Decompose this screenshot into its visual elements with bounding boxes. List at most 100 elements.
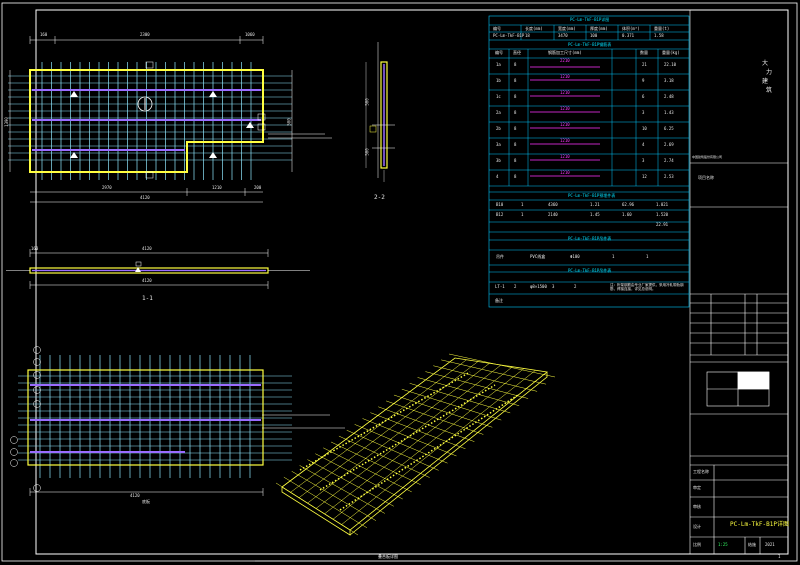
table-note-text: 注：桁架钢筋由专业厂家提供，采用冷轧带肋钢筋，焊接连接，详见总说明。 [610, 283, 684, 291]
plan-dim-left: 1390 [3, 117, 9, 127]
iso-rebar [341, 370, 536, 525]
table-cell: 8 [514, 126, 517, 131]
table-cell: 1.60 [622, 212, 632, 217]
table-cell: 3a [496, 142, 501, 147]
table-cell: 1.021 [656, 202, 669, 207]
iso-rebar [324, 366, 513, 515]
plan-section-mark-top [145, 61, 154, 69]
table-cell: 2 [514, 284, 517, 289]
iso-rebar [330, 441, 421, 485]
iso-rebar [291, 471, 377, 521]
table-cell: 长度(mm) [525, 26, 543, 31]
plan-dim-top-2: 2300 [140, 32, 150, 37]
table-cell: PVC线盒 [530, 254, 546, 259]
table-cell: 1c [496, 94, 501, 99]
rebar-plan-tags [10, 346, 41, 492]
lift-table-title: PC-Lm-TkF-B1P吊件表 [568, 236, 612, 241]
plan-dim-top-3: 1060 [245, 32, 255, 37]
table-cell: 22.10 [664, 62, 677, 67]
plan-view [8, 36, 332, 203]
section-1-1-dim-top: 4120 [142, 246, 152, 251]
table-cell: 1210 [560, 154, 570, 159]
rebar-tag-circle [33, 371, 41, 379]
section-2-2-dim-2: 500 [364, 148, 370, 156]
rebar-tag-circle [10, 459, 18, 467]
table-cell: 2.69 [664, 142, 674, 147]
iso-rebar [433, 365, 538, 392]
section-1-1-dim-bottom: 4120 [142, 278, 152, 283]
table-cell: 12 [642, 174, 647, 179]
plan-lift-triangle-4 [209, 152, 217, 158]
table-cell: 1 [646, 254, 649, 259]
table-cell: 重量(kg) [662, 50, 680, 55]
section-2-2 [365, 42, 395, 182]
table-cell: 体积(m³) [622, 26, 640, 31]
table-cell: 1210 [560, 106, 570, 111]
title-block-row-4: 设计 [693, 524, 701, 529]
table-cell: 1.43 [664, 110, 674, 115]
title-block-char: 大 [762, 60, 769, 67]
iso-rebar [409, 383, 511, 414]
table-cell: 9 [642, 78, 645, 83]
iso-slab-side [281, 487, 351, 536]
iso-rebar [338, 435, 430, 478]
title-block-project-label: 项目名称 [698, 175, 714, 180]
table-cell: φ8×1500 [530, 284, 547, 289]
iso-rebar [401, 388, 502, 421]
rebar-table [488, 15, 690, 308]
plan-horizontal-rebars [8, 75, 292, 161]
plan-dim-right: 500 [286, 118, 292, 126]
rebar-table-title: PC-Lm-TkF-B1P钢筋表 [568, 42, 612, 47]
iso-rebar [370, 412, 466, 450]
table-cell: 1.520 [656, 212, 669, 217]
table-cell: 1 [612, 254, 615, 259]
table-cell: 1.21 [590, 202, 600, 207]
table-cell: 钢筋加工尺寸(mm) [548, 50, 582, 55]
table-cell: 8 [514, 94, 517, 99]
plan-section-mark-bottom [145, 171, 154, 179]
title-block-char: 建 [762, 78, 769, 85]
table-cell: 厚度(mm) [590, 26, 608, 31]
table-cell: 10 [642, 126, 647, 131]
rebar-plan-dim: 4120 [130, 493, 140, 498]
table-cell: 4360 [548, 202, 558, 207]
iso-rebar [283, 476, 368, 529]
iso-rebar [298, 361, 479, 498]
page-number: 1 [778, 554, 781, 559]
iso-rebar [441, 359, 547, 385]
plan-lift-triangle-3 [70, 152, 78, 158]
title-block-drawing-no: 结施 [748, 542, 756, 547]
title-block-row-3: 审核 [693, 504, 701, 509]
table-cell: 8 [514, 110, 517, 115]
table-cell: 3470 [558, 33, 568, 38]
title-block-char: 筑 [766, 87, 773, 94]
table-cell: 2140 [548, 212, 558, 217]
iso-rebar [299, 465, 385, 514]
plan-lift-triangle-2 [209, 91, 217, 97]
table-cell: 吊件 [496, 254, 504, 259]
title-block-row-2: 审定 [693, 485, 701, 490]
plan-dim-bottom-2: 1210 [212, 185, 222, 190]
title-block-date: 2021 [765, 542, 775, 547]
embed-table-title: PC-Lm-TkF-B1P预埋件表 [568, 193, 616, 198]
iso-rebar [307, 459, 394, 507]
table-cell: 8 [514, 62, 517, 67]
rebar-tag-circle [33, 400, 41, 408]
section-2-2-outline [380, 61, 388, 169]
plan-lift-triangle-5 [246, 122, 254, 128]
table-cell: 1.45 [590, 212, 600, 217]
rebar-tag-circle [10, 448, 18, 456]
rebar-plan [10, 346, 345, 496]
table-cell: 1b [496, 78, 501, 83]
table-cell: 4 [642, 142, 645, 147]
table-cell: 3.18 [664, 78, 674, 83]
iso-rebar [315, 453, 403, 500]
table-cell: 62.96 [622, 202, 635, 207]
table-cell: 1 [521, 212, 524, 217]
plan-dim-total: 4120 [140, 195, 150, 200]
table-cell: 2b [496, 126, 501, 131]
iso-rebar [386, 400, 484, 435]
table-cell: 2.74 [664, 158, 674, 163]
table-cell: LT-1 [495, 284, 505, 289]
